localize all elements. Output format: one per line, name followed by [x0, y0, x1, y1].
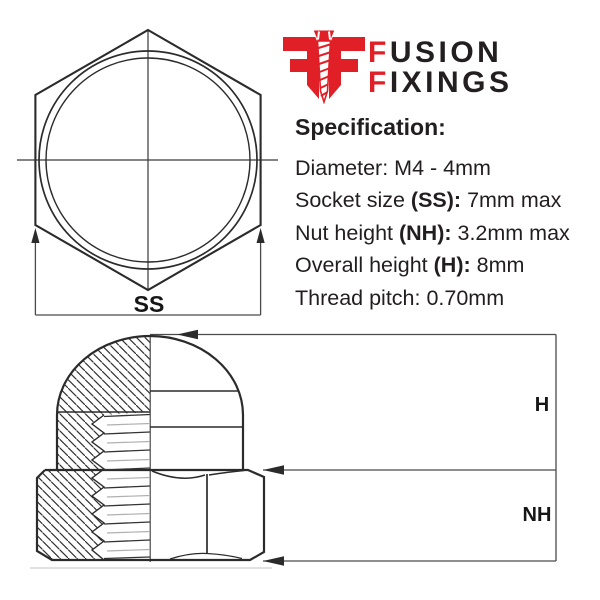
brand-rest-1: USION: [389, 36, 503, 69]
top-view-drawing: [17, 28, 278, 316]
logo-screw-icon: [312, 29, 336, 104]
spec-line-thread-pitch: Thread pitch: 0.70mm: [295, 285, 505, 310]
brand-line-2: FIXINGS: [368, 68, 513, 98]
fusion-fixings-logo-mark: [283, 29, 365, 104]
dim-arrowhead-bottom: [263, 556, 284, 566]
hex-top-chamfer-arc-right: [208, 469, 245, 476]
hex-bottom-chamfer-arc-right: [206, 552, 243, 560]
spec-line-overall-height: Overall height (H): 8mm: [295, 253, 525, 278]
section-hatch-area: [37, 336, 150, 560]
thread-root-lines: [106, 422, 151, 552]
dim-arrowhead-top: [177, 329, 198, 340]
specification-block: Specification: Diameter: M4 - 4mm Socket…: [295, 114, 570, 314]
section-view-drawing: [30, 329, 557, 569]
hex-body-outline: [35, 468, 266, 562]
dim-arrowhead-middle: [263, 465, 284, 475]
overall-height-dimension-label: H: [534, 394, 550, 416]
brand-rest-2: IXINGS: [389, 66, 513, 99]
dimension-lines: [150, 333, 557, 562]
hex-bottom-chamfer-arc-left: [169, 552, 208, 560]
logo-right-f: [329, 37, 365, 99]
ss-dimension-label: SS: [133, 291, 165, 317]
spec-line-diameter: Diameter: M4 - 4mm: [295, 156, 491, 180]
ss-arrowhead-right: [256, 228, 265, 243]
thread-crest-lines: [103, 413, 151, 560]
nut-height-dimension-label: NH: [522, 504, 552, 526]
dome-outline: [55, 334, 245, 470]
hexagon-outline: [34, 28, 262, 292]
outer-circle: [38, 50, 258, 270]
hex-top-chamfer-arc-left: [151, 470, 206, 479]
specification-title: Specification:: [295, 114, 446, 140]
brand-initial-2: F: [368, 66, 390, 99]
brand-wordmark: FUSION FIXINGS: [368, 38, 513, 98]
spec-line-nut-height: Nut height (NH): 3.2mm max: [295, 220, 570, 245]
brand-line-1: FUSION: [368, 38, 513, 68]
thread-profile-zigzag: [90, 414, 106, 561]
spec-line-socket-size: Socket size (SS): 7mm max: [295, 188, 562, 213]
brand-initial-1: F: [368, 36, 390, 69]
logo-left-f: [283, 37, 319, 99]
ss-arrowhead-left: [31, 228, 40, 243]
inner-circle: [45, 57, 251, 263]
